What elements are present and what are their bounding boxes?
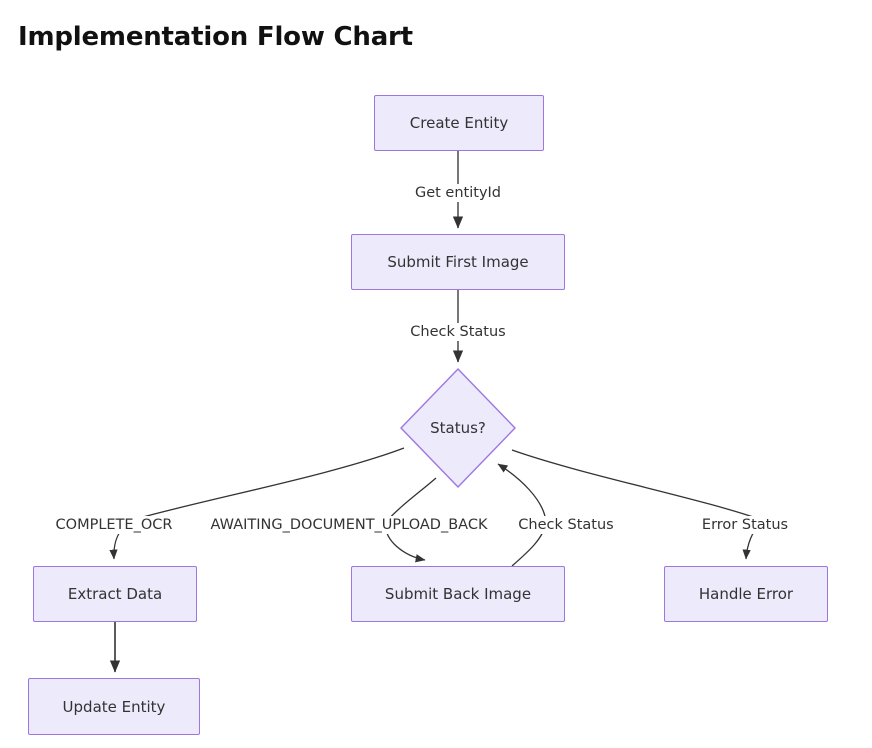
node-label: Extract Data <box>67 585 163 603</box>
edge-status-to-extract-data <box>109 447 405 560</box>
edge-label-awaiting-document-upload-back: AWAITING_DOCUMENT_UPLOAD_BACK <box>207 516 491 534</box>
node-handle-error[interactable]: Handle Error <box>664 566 828 622</box>
node-label: Submit Back Image <box>384 585 532 603</box>
node-create-entity[interactable]: Create Entity <box>374 95 544 151</box>
node-label: Handle Error <box>698 585 794 603</box>
page-title: Implementation Flow Chart <box>18 22 413 52</box>
edge-label-get-entity-id: Get entityId <box>411 184 505 202</box>
node-submit-back-image[interactable]: Submit Back Image <box>351 566 565 622</box>
edge-label-check-status-back: Check Status <box>515 516 617 534</box>
node-label: Submit First Image <box>387 253 529 271</box>
node-submit-first-image[interactable]: Submit First Image <box>351 234 565 290</box>
edge-status-to-handle-error <box>511 449 764 560</box>
node-label: Create Entity <box>409 114 509 132</box>
node-label: Status? <box>430 419 486 437</box>
node-label: Update Entity <box>62 697 166 716</box>
diamond-shape <box>400 368 516 488</box>
node-update-entity[interactable]: Update Entity <box>28 678 200 735</box>
edge-label-check-status-first: Check Status <box>407 323 509 341</box>
edge-label-error-status: Error Status <box>698 516 792 534</box>
node-status-decision[interactable]: Status? <box>400 368 516 488</box>
node-extract-data[interactable]: Extract Data <box>33 566 197 622</box>
edge-label-complete-ocr: COMPLETE_OCR <box>52 516 176 534</box>
